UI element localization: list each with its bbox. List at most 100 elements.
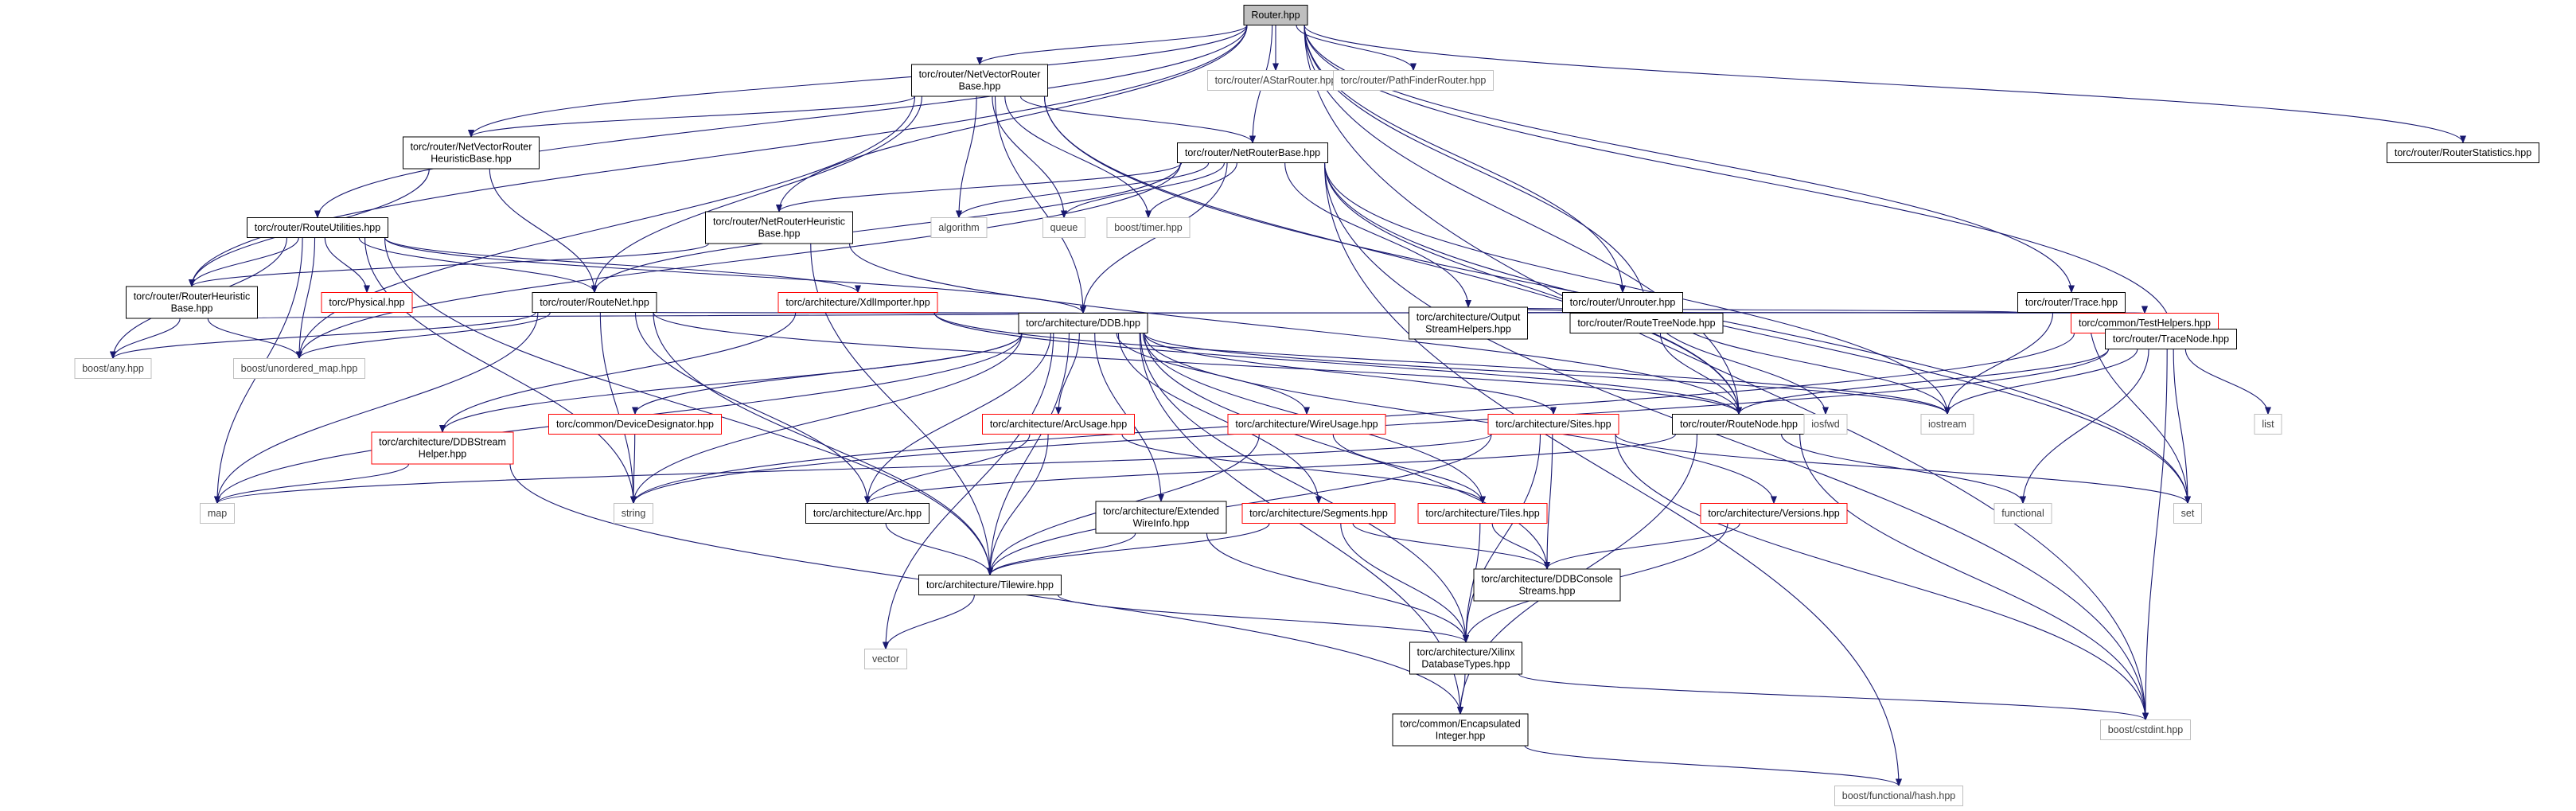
edge-tracenode-to-set bbox=[2173, 349, 2191, 505]
node-label: Integer.hpp bbox=[1436, 731, 1486, 742]
node-devdesig[interactable]: torc/common/DeviceDesignator.hpp bbox=[548, 414, 722, 435]
edge-netvectorbase-to-algorithm bbox=[956, 96, 977, 219]
node-label: torc/router/RouteNet.hpp bbox=[540, 297, 649, 308]
edge-netvectorbase-to-timer bbox=[1004, 96, 1152, 219]
edge-routenet-to-string bbox=[599, 312, 637, 505]
node-versions[interactable]: torc/architecture/Versions.hpp bbox=[1700, 503, 1848, 524]
node-tracenode[interactable]: torc/router/TraceNode.hpp bbox=[2105, 329, 2237, 349]
edge-trace-to-iostream bbox=[1944, 312, 2054, 415]
node-routerstats[interactable]: torc/router/RouterStatistics.hpp bbox=[2387, 142, 2539, 163]
node-physical[interactable]: torc/Physical.hpp bbox=[321, 292, 413, 313]
edge-xdlimporter-to-routenode bbox=[933, 312, 1742, 415]
node-box bbox=[1569, 313, 1724, 333]
node-algorithm: algorithm bbox=[930, 217, 988, 238]
node-routenet[interactable]: torc/router/RouteNet.hpp bbox=[532, 292, 657, 313]
node-cstdint: boost/cstdint.hpp bbox=[2100, 719, 2191, 740]
node-outputstream[interactable]: torc/architecture/OutputStreamHelpers.hp… bbox=[1409, 306, 1528, 340]
node-label: torc/architecture/Output bbox=[1417, 312, 1521, 323]
edge-devdesig-to-string bbox=[630, 434, 637, 505]
node-box bbox=[2100, 719, 2191, 740]
node-wireusage[interactable]: torc/architecture/WireUsage.hpp bbox=[1227, 414, 1386, 435]
edge-netrouterbase-to-timer bbox=[1145, 162, 1237, 219]
edge-ddb-to-xilinxdb bbox=[1140, 333, 1469, 643]
node-box bbox=[74, 358, 152, 379]
node-trace[interactable]: torc/router/Trace.hpp bbox=[2017, 292, 2126, 313]
node-label: boost/timer.hpp bbox=[1114, 222, 1183, 233]
node-label: torc/router/RouteNode.hpp bbox=[1680, 419, 1798, 430]
node-segments[interactable]: torc/architecture/Segments.hpp bbox=[1241, 503, 1396, 524]
node-box bbox=[1834, 786, 1963, 806]
node-xilinxdb[interactable]: torc/architecture/XilinxDatabaseTypes.hp… bbox=[1409, 641, 1522, 675]
node-box bbox=[1106, 217, 1191, 238]
edge-routenet-to-arc bbox=[634, 312, 871, 505]
edge-extwire-to-xilinxdb bbox=[1206, 532, 1469, 643]
node-box bbox=[1241, 503, 1396, 524]
edge-netrouterbase-to-set bbox=[1323, 162, 2191, 505]
node-router[interactable]: Router.hpp bbox=[1243, 5, 1308, 25]
node-label: torc/architecture/DDB.hpp bbox=[1026, 318, 1140, 329]
node-label: torc/architecture/Sites.hpp bbox=[1495, 419, 1611, 430]
edge-ddb-to-string bbox=[630, 333, 1023, 505]
edge-segments-to-ddbconsole bbox=[1352, 523, 1550, 570]
edge-routeutil-to-ddb bbox=[384, 237, 1086, 314]
node-set: set bbox=[2173, 503, 2202, 524]
node-arc[interactable]: torc/architecture/Arc.hpp bbox=[805, 503, 929, 524]
edge-netrouterbase-to-routenode bbox=[1323, 162, 1742, 415]
edge-xilinxdb-to-cstdint bbox=[1518, 673, 2149, 721]
edge-routenet-to-boostany bbox=[110, 312, 536, 360]
edge-wireusage-to-tiles bbox=[1332, 434, 1486, 505]
node-queue: queue bbox=[1042, 217, 1085, 238]
node-netrouterbase[interactable]: torc/router/NetRouterBase.hpp bbox=[1177, 142, 1328, 163]
edge-routeutil-to-xdlimporter bbox=[384, 237, 861, 294]
edge-netrouterheur-to-routerheur bbox=[189, 243, 710, 287]
node-label: torc/common/DeviceDesignator.hpp bbox=[556, 419, 714, 430]
node-label: torc/router/AStarRouter.hpp bbox=[1215, 75, 1337, 86]
node-label: boost/unordered_map.hpp bbox=[241, 363, 358, 374]
node-label: Base.hpp bbox=[758, 228, 801, 240]
node-box bbox=[1018, 313, 1148, 333]
node-label: WireInfo.hpp bbox=[1133, 518, 1190, 529]
edge-netrouterbase-to-hash bbox=[1323, 162, 1902, 787]
node-box bbox=[126, 286, 258, 319]
node-routetreenode[interactable]: torc/router/RouteTreeNode.hpp bbox=[1569, 313, 1724, 333]
edge-routeutil-to-unorderedmap bbox=[296, 237, 316, 360]
node-box bbox=[705, 211, 853, 244]
node-routenode[interactable]: torc/router/RouteNode.hpp bbox=[1672, 414, 1806, 435]
node-box bbox=[1042, 217, 1085, 238]
node-label: torc/architecture/Xilinx bbox=[1417, 647, 1516, 658]
node-box bbox=[982, 414, 1135, 435]
node-box bbox=[548, 414, 722, 435]
node-arcusage[interactable]: torc/architecture/ArcUsage.hpp bbox=[982, 414, 1135, 435]
edge-routenet-to-map bbox=[214, 312, 539, 505]
node-tiles[interactable]: torc/architecture/Tiles.hpp bbox=[1417, 503, 1548, 524]
node-box bbox=[930, 217, 988, 238]
node-iosfwd: iosfwd bbox=[1803, 414, 1848, 435]
edge-netrouterbase-to-routenet bbox=[591, 162, 1182, 294]
node-label: torc/architecture/Tiles.hpp bbox=[1425, 508, 1539, 519]
edge-netrouterbase-to-unorderedmap bbox=[296, 162, 1182, 360]
node-ddb[interactable]: torc/architecture/DDB.hpp bbox=[1018, 313, 1148, 333]
edge-routenet-to-tilewire bbox=[653, 312, 993, 576]
edge-ddb-to-arc bbox=[864, 333, 1051, 505]
node-tilewire[interactable]: torc/architecture/Tilewire.hpp bbox=[918, 575, 1062, 595]
edge-ddb-to-tilewire bbox=[987, 333, 1070, 576]
node-sites[interactable]: torc/architecture/Sites.hpp bbox=[1487, 414, 1619, 435]
node-netvectorheur[interactable]: torc/router/NetVectorRouterHeuristicBase… bbox=[403, 136, 540, 170]
node-astar: torc/router/AStarRouter.hpp bbox=[1207, 70, 1344, 91]
edge-netrouterbase-to-algorithm bbox=[956, 162, 1210, 219]
node-xdlimporter[interactable]: torc/architecture/XdlImporter.hpp bbox=[777, 292, 938, 313]
node-unrouter[interactable]: torc/router/Unrouter.hpp bbox=[1562, 292, 1683, 313]
node-routeutil[interactable]: torc/router/RouteUtilities.hpp bbox=[247, 217, 388, 238]
node-label: torc/architecture/Segments.hpp bbox=[1249, 508, 1388, 519]
node-label: torc/router/PathFinderRouter.hpp bbox=[1341, 75, 1487, 86]
node-label: iosfwd bbox=[1811, 419, 1839, 430]
node-label: torc/architecture/DDBConsole bbox=[1481, 574, 1612, 585]
edge-sites-to-set bbox=[1615, 434, 2191, 505]
